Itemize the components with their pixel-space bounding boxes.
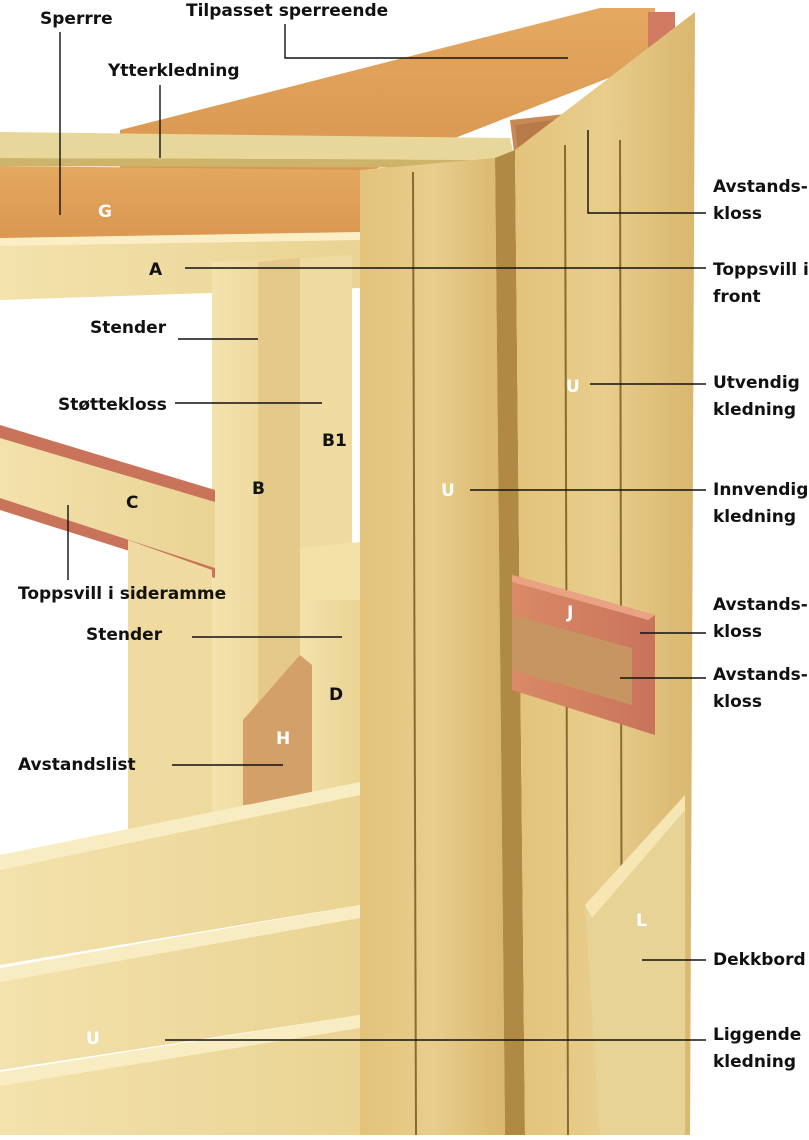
- liggende-board-2-lip: [0, 905, 360, 982]
- label-utvendig-1: Utvendig: [713, 373, 800, 393]
- liggende-board-3: [0, 1020, 360, 1135]
- label-avstandskloss-low-1: Avstands-: [713, 665, 808, 685]
- liggende-board-1: [0, 788, 360, 965]
- label-avstandskloss-top-1: Avstands-: [713, 177, 808, 197]
- label-stender-bottom: Stender: [86, 625, 163, 645]
- dekkbord-l-edge: [585, 795, 685, 918]
- label-liggende-2: kledning: [713, 1052, 796, 1072]
- liggende-board-1-lip: [0, 782, 360, 870]
- label-avstandskloss-low-2: kloss: [713, 692, 762, 712]
- code-j: J: [566, 603, 573, 623]
- label-utvendig-2: kledning: [713, 400, 796, 420]
- stender-left: [128, 540, 212, 830]
- label-avstandskloss-mid-2: kloss: [713, 622, 762, 642]
- ytterkledning-edge: [0, 158, 515, 168]
- leader-tilpasset-sperreende: [284, 24, 568, 59]
- label-avstandskloss-top-2: kloss: [713, 204, 762, 224]
- toppsvill-sideramme-c: [0, 438, 215, 568]
- liggende-board-2: [0, 910, 360, 1070]
- code-h: H: [276, 729, 290, 749]
- code-u-bottom: U: [86, 1029, 100, 1049]
- leader-avstandskloss-top: [587, 130, 706, 214]
- avstandskloss-lower: [512, 615, 632, 705]
- liggende-board-3-lip: [0, 1015, 360, 1086]
- label-avstandslist: Avstandslist: [18, 755, 136, 775]
- label-sperrre: Sperrre: [40, 9, 113, 29]
- board-groove-1: [412, 171, 417, 1136]
- avstandskloss-j-top: [512, 575, 655, 620]
- label-stottekloss: Støttekloss: [58, 395, 167, 415]
- code-u-upper: U: [566, 377, 580, 397]
- label-toppsvill-front-2: front: [713, 287, 761, 307]
- label-toppsvill-front-1: Toppsvill i: [713, 260, 809, 280]
- stottekloss-b1: [300, 255, 352, 548]
- label-innvendig-1: Innvendig: [713, 480, 808, 500]
- code-d: D: [329, 685, 343, 705]
- code-l: L: [636, 911, 647, 931]
- stender-d-block: [300, 542, 360, 600]
- toppsvill-sideramme-red: [0, 425, 215, 505]
- rafter-top: [120, 8, 655, 175]
- code-b1: B1: [322, 431, 347, 451]
- stender-d: [300, 545, 360, 805]
- code-u-mid: U: [441, 481, 455, 501]
- label-toppsvill-sideramme: Toppsvill i sideramme: [18, 584, 226, 604]
- ytterkledning-strip: [0, 132, 515, 160]
- label-dekkbord: Dekkbord: [713, 950, 806, 970]
- code-g: G: [98, 202, 112, 222]
- code-c: C: [126, 493, 138, 513]
- beam-g: [0, 166, 360, 244]
- label-avstandskloss-mid-1: Avstands-: [713, 595, 808, 615]
- label-stender-top: Stender: [90, 318, 167, 338]
- label-tilpasset-sperreende: Tilpasset sperreende: [186, 1, 388, 21]
- label-ytterkledning: Ytterkledning: [107, 61, 240, 81]
- innvendig-kledning-board: [360, 158, 505, 1135]
- label-liggende-1: Liggende: [713, 1025, 801, 1045]
- code-a: A: [149, 260, 163, 280]
- code-b: B: [252, 479, 265, 499]
- toppsvill-front-a-top: [0, 232, 360, 246]
- avstandslist-h: [243, 655, 312, 805]
- label-innvendig-2: kledning: [713, 507, 796, 527]
